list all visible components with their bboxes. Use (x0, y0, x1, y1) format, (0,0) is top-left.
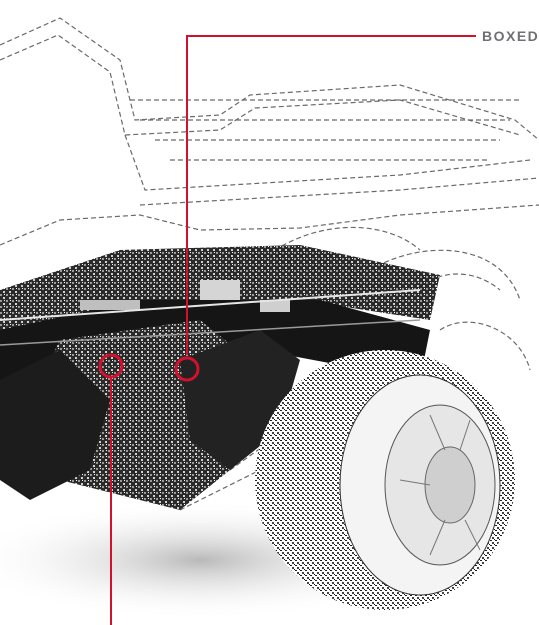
callout-label-boxed: BOXED (482, 28, 539, 44)
callout-leaders (110, 35, 476, 625)
callout-marker-lower (98, 353, 124, 379)
callout-marker-upper (174, 356, 200, 382)
frame-rails (0, 245, 440, 510)
callout-leader-top (186, 35, 476, 355)
body-outline (0, 17, 539, 511)
rear-tire (255, 350, 515, 610)
